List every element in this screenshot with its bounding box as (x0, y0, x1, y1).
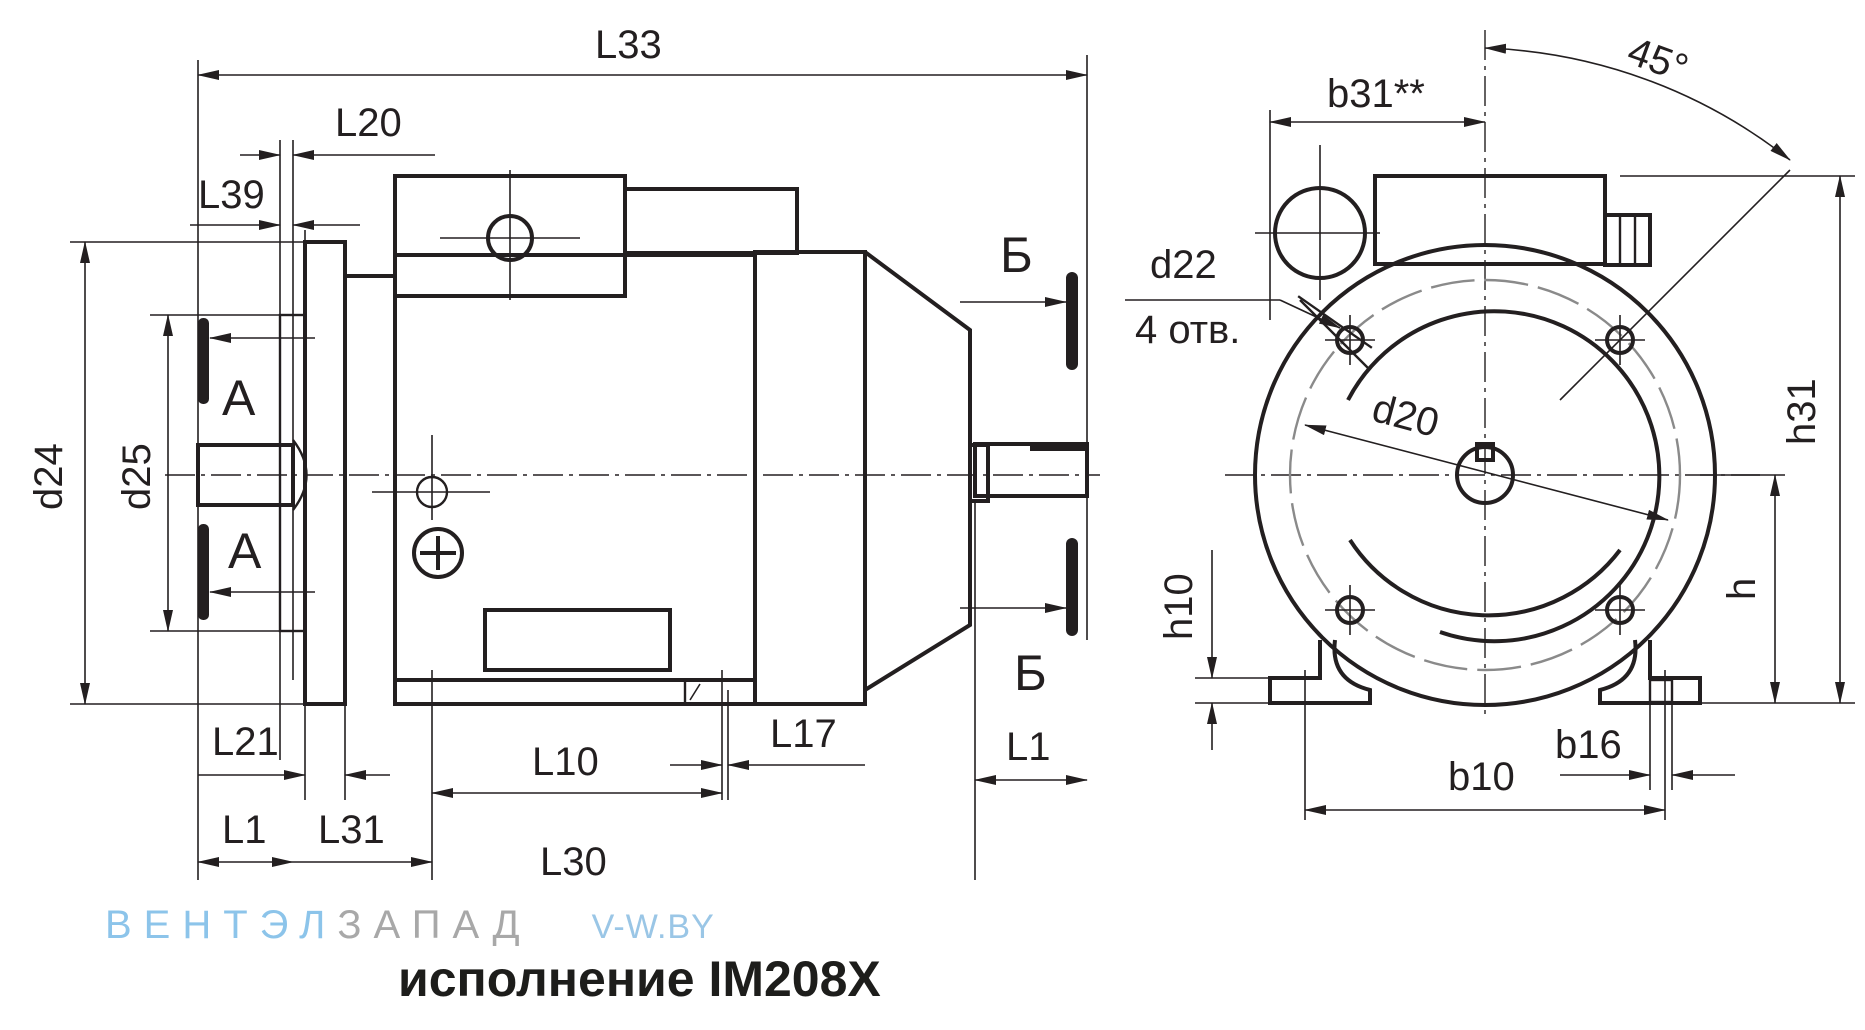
label-section-b-bottom: Б (1014, 645, 1047, 701)
label-b31: b31** (1327, 72, 1425, 116)
label-d24: d24 (27, 443, 71, 510)
label-L21: L21 (212, 720, 279, 764)
label-h31: h31 (1780, 378, 1824, 445)
section-mark-a-bottom (198, 524, 209, 620)
label-holes: 4 отв. (1135, 308, 1240, 352)
motor-rear-housing (753, 250, 867, 706)
watermark-brand-part1: ВЕНТЭЛ (105, 903, 338, 947)
terminal-box-front (1373, 174, 1607, 266)
motor-body (393, 253, 757, 706)
flange-inner-arc-1 (1346, 309, 1662, 644)
label-d22: d22 (1150, 243, 1217, 287)
leader-d22 (1279, 299, 1341, 329)
flange-inner-arc-2 (1348, 538, 1622, 618)
angle-45-line (1559, 169, 1791, 401)
label-h: h (1720, 578, 1764, 600)
bolt-circle (1288, 278, 1682, 672)
label-L31: L31 (318, 808, 385, 852)
dim-d20 (1304, 424, 1669, 521)
label-section-a-bottom: А (228, 523, 262, 579)
shaft-key (1030, 444, 1085, 451)
label-L1-left: L1 (222, 808, 267, 852)
label-L17: L17 (770, 712, 837, 756)
label-L39: L39 (198, 173, 265, 217)
label-L10: L10 (532, 740, 599, 784)
drawing-caption: исполнение IM208X (398, 951, 881, 1007)
label-angle: 45° (1622, 29, 1694, 91)
section-mark-b-top (1066, 272, 1078, 370)
dim-angle-45 (1484, 43, 1791, 161)
side-view: L33 L20 L39 d24 d25 А А Б Б L21 L1 L31 L… (27, 23, 1100, 884)
ground-screw (412, 527, 464, 579)
terminal-box-cap (623, 187, 799, 255)
label-L20: L20 (335, 101, 402, 145)
label-L33: L33 (595, 23, 662, 67)
nameplate (483, 608, 672, 672)
watermark: ВЕНТЭЛЗАПАД V-W.BY (105, 903, 715, 948)
section-mark-b-bottom (1066, 538, 1078, 636)
watermark-site: V-W.BY (591, 908, 715, 946)
watermark-brand-part2: ЗАПАД (337, 903, 532, 947)
front-view: 45° b31** d22 4 отв. d20 h31 h10 h b16 b… (1125, 29, 1855, 820)
label-b10: b10 (1448, 755, 1515, 799)
foot-left (1268, 639, 1372, 705)
shaft-shoulder (292, 439, 308, 511)
shaft-right (973, 442, 1089, 498)
label-b16: b16 (1555, 723, 1622, 767)
flange-outline (303, 240, 347, 706)
gland-front (1603, 213, 1652, 267)
label-d25: d25 (115, 443, 159, 510)
label-L1-right: L1 (1006, 725, 1051, 769)
section-mark-a-top (198, 318, 209, 404)
foot-right (1598, 639, 1702, 705)
shaft-right-collar (968, 443, 990, 503)
label-L30: L30 (540, 840, 607, 884)
label-section-a-top: А (222, 370, 256, 426)
fan-cover (863, 250, 972, 692)
foot-hole (683, 678, 757, 706)
label-h10: h10 (1157, 573, 1201, 640)
mounting-holes (1325, 315, 1645, 635)
label-section-b-top: Б (1000, 227, 1033, 283)
label-d20: d20 (1368, 386, 1444, 446)
